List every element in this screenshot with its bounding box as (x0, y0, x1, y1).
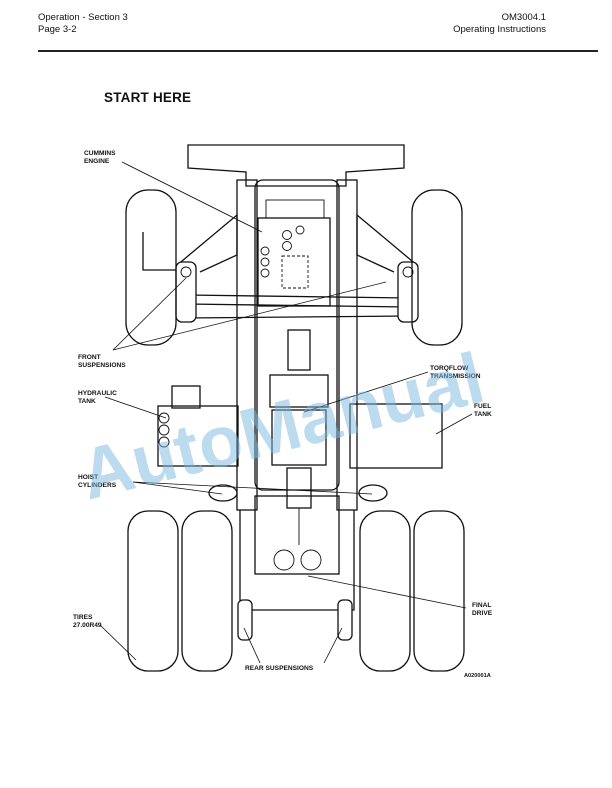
frame-rail-right (336, 179, 358, 511)
label-torqflow-line2: TRANSMISSION (430, 373, 481, 380)
front-arm-right (356, 213, 419, 273)
hoist-cylinder-left (208, 484, 238, 502)
label-cummins-line2: ENGINE (84, 158, 110, 165)
rear-suspension-left (237, 599, 253, 641)
label-tires-line1: TIRES (73, 614, 93, 621)
engine-part (282, 241, 292, 251)
page-title: START HERE (104, 90, 192, 105)
hyd-port (158, 412, 170, 424)
document-title: Operating Instructions (453, 24, 546, 35)
hydraulic-cap (171, 385, 201, 409)
label-hoist-line2: CYLINDERS (78, 482, 117, 489)
label-hydraulic-line2: TANK (78, 398, 96, 405)
label-tires-line2: 27.00R49 (73, 622, 102, 629)
rear-tire-inner-left (181, 510, 233, 672)
rear-frame-box (254, 495, 340, 575)
strut-eye (180, 266, 192, 278)
document-code: OM3004.1 (501, 12, 546, 23)
front-bumper (187, 144, 405, 187)
engine-part (260, 246, 270, 256)
label-rear-suspensions: REAR SUSPENSIONS (245, 665, 314, 672)
frame-rail-left (236, 179, 258, 511)
engine-part (282, 230, 292, 240)
rear-suspension-right (337, 599, 353, 641)
tie-rod-lower (185, 303, 409, 308)
engine-part (260, 257, 270, 267)
engine-dashed-box (281, 255, 309, 289)
callout-labels: CUMMINS ENGINE FRONT SUSPENSIONS HYDRAUL… (73, 150, 493, 679)
front-suspension-right (397, 261, 419, 323)
hydraulic-tank (157, 405, 239, 467)
figure-code: A020001A (464, 673, 491, 679)
fuel-tank (349, 403, 443, 469)
tie-rod-upper (185, 294, 409, 299)
engine-part (295, 225, 305, 235)
label-front-line1: FRONT (78, 354, 101, 361)
final-drive-left (273, 549, 295, 571)
label-fuel-line1: FUEL (474, 403, 491, 410)
leader-lines (99, 161, 473, 664)
rear-tire-inner-right (359, 510, 411, 672)
front-arm-left (175, 213, 238, 273)
transmission-upper (269, 374, 329, 408)
hyd-port (158, 424, 170, 436)
label-fuel-line2: TANK (474, 411, 492, 418)
driveshaft-rear (286, 467, 312, 509)
steering-arm (142, 232, 176, 271)
section-label: Operation - Section 3 (38, 12, 128, 23)
watermark: AutoManual (73, 338, 492, 515)
front-tire-right (411, 189, 463, 346)
final-drive-right (300, 549, 322, 571)
front-tire-left (125, 189, 177, 346)
engine-part (260, 268, 270, 278)
label-hydraulic-line1: HYDRAULIC (78, 390, 117, 397)
label-hoist-line1: HOIST (78, 474, 98, 481)
page-header-right: OM3004.1 Operating Instructions (453, 12, 546, 36)
engine-top (265, 199, 325, 219)
label-torqflow-line1: TORQFLOW (430, 365, 469, 372)
header-rule (38, 50, 598, 52)
page-header-left: Operation - Section 3 Page 3-2 (38, 12, 128, 36)
label-final-line2: DRIVE (472, 610, 493, 617)
hyd-port (158, 436, 170, 448)
label-final-line1: FINAL (472, 602, 491, 609)
label-cummins-line1: CUMMINS (84, 150, 116, 157)
label-front-line2: SUSPENSIONS (78, 362, 126, 369)
transmission-lower (271, 409, 327, 466)
strut-eye (402, 266, 414, 278)
rear-tire-outer-left (127, 510, 179, 672)
driveshaft-front (287, 329, 311, 371)
front-suspension-left (175, 261, 197, 323)
hoist-cylinder-right (358, 484, 388, 502)
page-number: Page 3-2 (38, 24, 77, 35)
frame-rear (239, 575, 355, 611)
tie-rod-third (185, 315, 409, 319)
rear-tire-outer-right (413, 510, 465, 672)
